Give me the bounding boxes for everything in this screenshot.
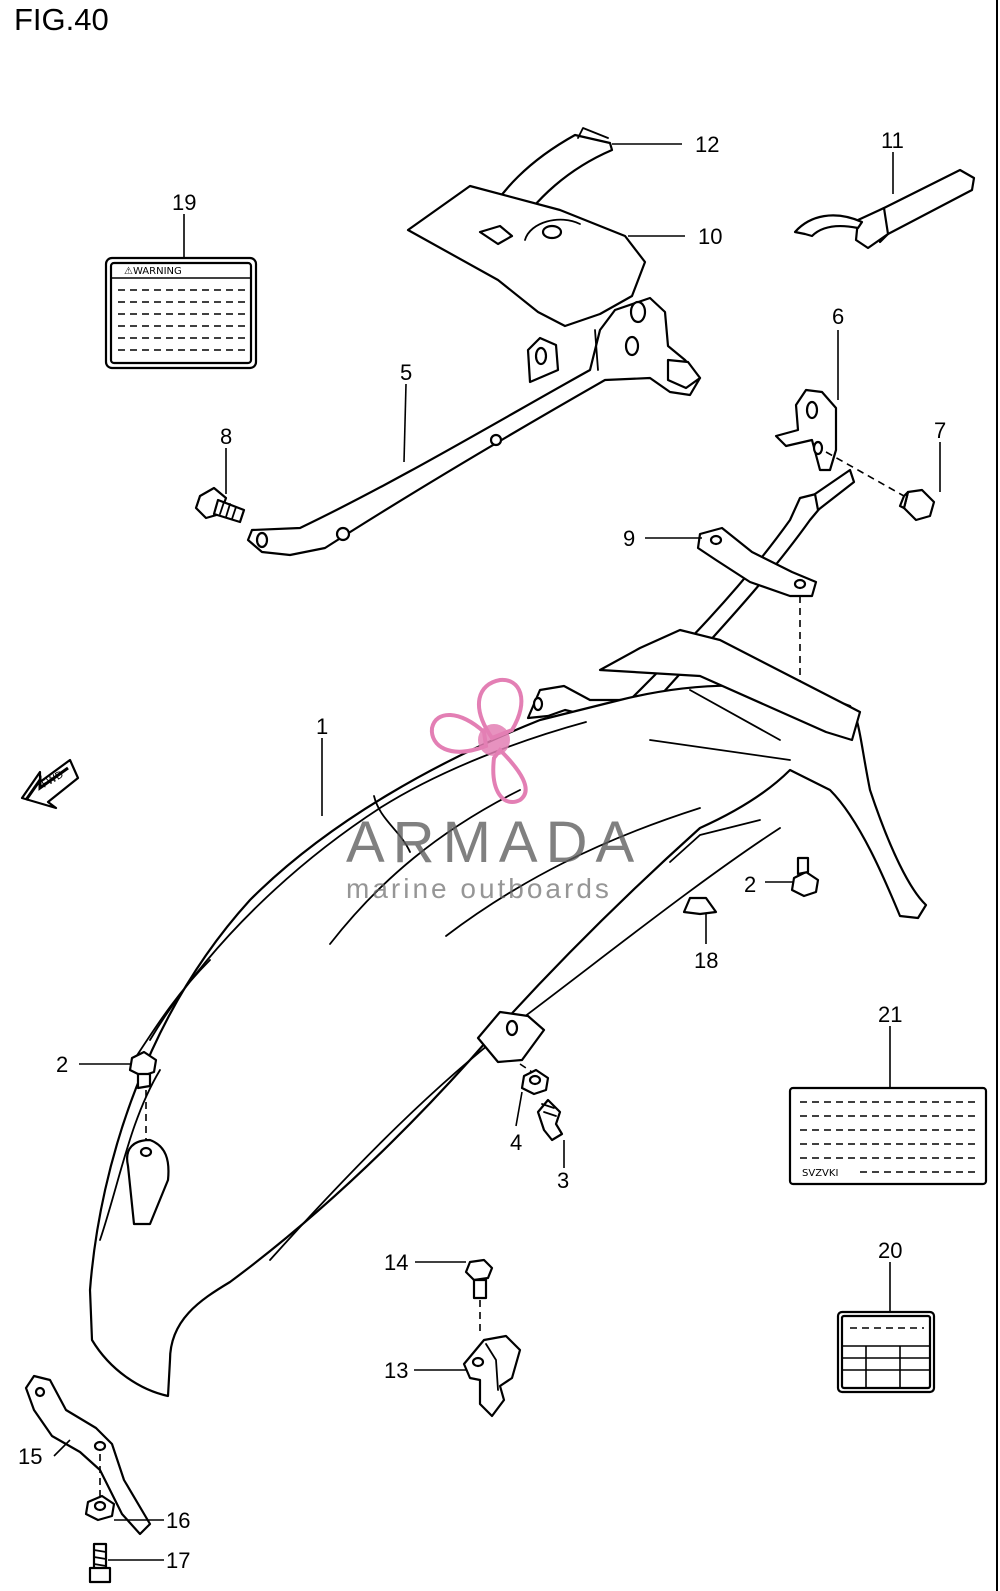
suzuki-label-text: SVZVKI — [802, 1168, 838, 1179]
part-11-wrench[interactable] — [793, 168, 976, 250]
callout-19: 19 — [172, 190, 196, 215]
part-6-support[interactable] — [774, 388, 838, 472]
callout-2-left: 2 — [56, 1052, 68, 1077]
callout-10: 10 — [698, 224, 722, 249]
frame-border — [996, 0, 998, 1591]
part-14-bolt[interactable] — [464, 1258, 494, 1334]
part-17-screw[interactable] — [88, 1542, 112, 1584]
propeller-logo-icon — [429, 677, 528, 804]
callout-3: 3 — [557, 1168, 569, 1193]
part-19-warning-label[interactable]: ⚠WARNING — [104, 256, 258, 370]
callout-9: 9 — [623, 526, 635, 551]
part-8-bolt[interactable] — [194, 486, 246, 524]
callout-16: 16 — [166, 1508, 190, 1533]
part-16-nut[interactable] — [84, 1494, 116, 1522]
callout-18: 18 — [694, 948, 718, 973]
callout-17: 17 — [166, 1548, 190, 1573]
callout-15: 15 — [18, 1444, 42, 1469]
part-2-bolt-left[interactable] — [128, 1050, 158, 1090]
warning-label-heading: ⚠WARNING — [124, 266, 182, 277]
part-21-suzuki-label[interactable]: SVZVKI — [788, 1086, 988, 1186]
leader-lines — [53, 143, 941, 1561]
watermark-tagline: marine outboards — [346, 873, 612, 904]
callout-12: 12 — [695, 132, 719, 157]
fwd-arrow-icon: FWD — [20, 758, 80, 810]
callout-5: 5 — [400, 360, 412, 385]
watermark-brand: ARMADA — [346, 810, 642, 875]
callout-13: 13 — [384, 1358, 408, 1383]
part-7-bolt[interactable] — [825, 451, 936, 522]
callout-21: 21 — [878, 1002, 902, 1027]
part-20-label[interactable] — [836, 1310, 936, 1394]
callout-4: 4 — [510, 1130, 522, 1155]
part-15-stay[interactable] — [24, 1374, 152, 1536]
part-3-screw[interactable] — [536, 1098, 564, 1142]
callout-8: 8 — [220, 424, 232, 449]
callout-7: 7 — [934, 418, 946, 443]
callout-20: 20 — [878, 1238, 902, 1263]
callout-numbers: 12 10 11 19 5 8 6 7 9 1 2 18 2 21 4 3 20… — [18, 128, 946, 1573]
part-18-pad[interactable] — [682, 896, 718, 916]
callout-6: 6 — [832, 304, 844, 329]
callout-1: 1 — [316, 714, 328, 739]
watermark: ARMADA marine outboards — [346, 677, 642, 904]
callout-14: 14 — [384, 1250, 408, 1275]
part-2-bolt-right[interactable] — [790, 856, 820, 898]
part-1-fender[interactable] — [88, 628, 928, 1398]
part-13-clip[interactable] — [462, 1334, 522, 1418]
figure-title: FIG.40 — [14, 2, 109, 37]
part-10-tray[interactable] — [406, 184, 647, 328]
callout-2-right: 2 — [744, 872, 756, 897]
callout-11: 11 — [881, 128, 904, 153]
part-4-nut[interactable] — [519, 1063, 550, 1096]
part-5-bracket[interactable] — [246, 296, 702, 557]
